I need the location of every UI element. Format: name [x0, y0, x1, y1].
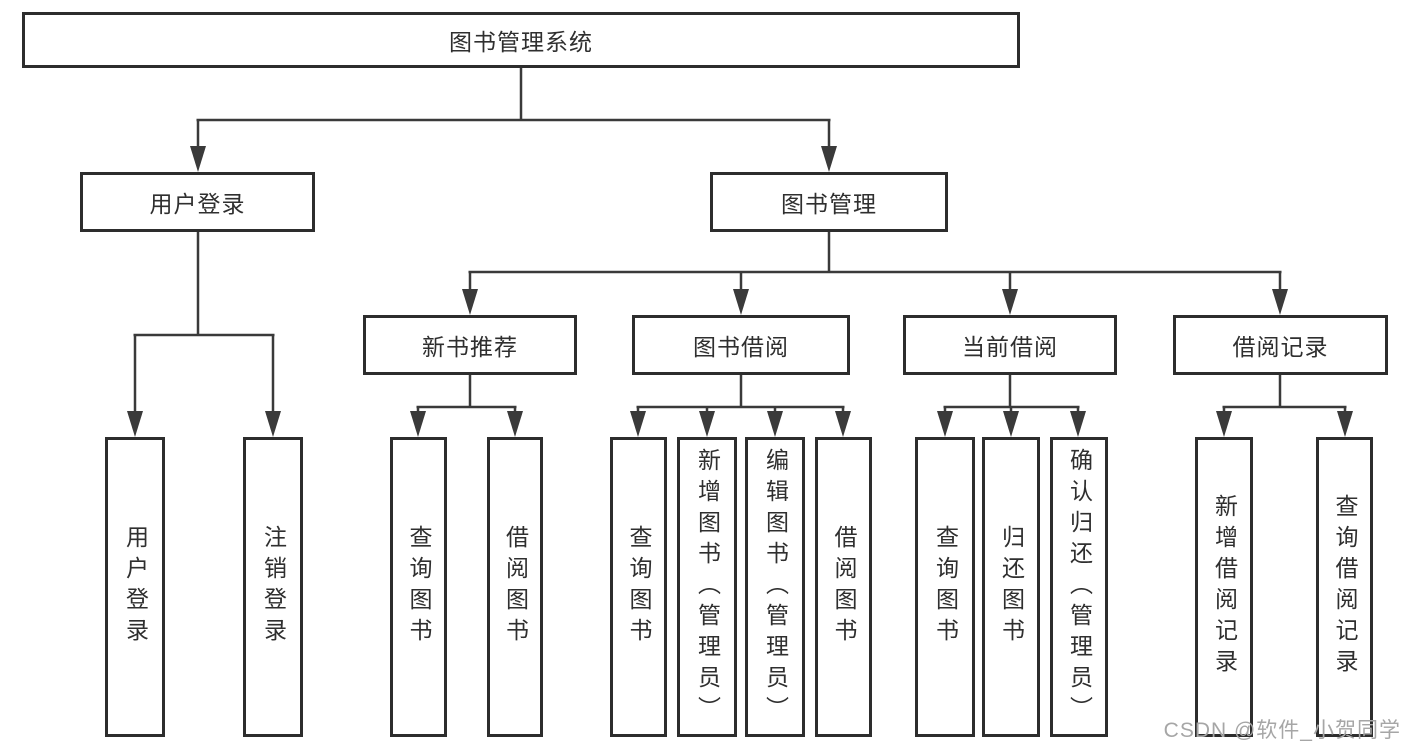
leaf-logout-label: 注销登录	[260, 525, 287, 649]
leaf-newbook-query: 查询图书	[390, 437, 447, 737]
leaf-record-query: 查询借阅记录	[1316, 437, 1373, 737]
leaf-borrow-query-label: 查询图书	[626, 525, 652, 649]
node-new-book-recommend: 新书推荐	[363, 315, 577, 375]
leaf-newbook-borrow: 借阅图书	[487, 437, 543, 737]
node-book-management: 图书管理	[710, 172, 948, 232]
node-current-borrow: 当前借阅	[903, 315, 1117, 375]
node-new-book-recommend-label: 新书推荐	[422, 334, 518, 360]
leaf-borrow-edit-admin-label: 编辑图书（管理员）	[762, 447, 789, 727]
leaf-borrow-add-admin: 新增图书（管理员）	[677, 437, 737, 737]
leaf-user-login-label: 用户登录	[122, 525, 149, 649]
leaf-current-return-label: 归还图书	[998, 525, 1025, 649]
connector-record-to-leaves	[1222, 375, 1347, 415]
connector-borrow-to-leaves	[636, 375, 845, 415]
node-book-borrow: 图书借阅	[632, 315, 850, 375]
leaf-borrow-book: 借阅图书	[815, 437, 872, 737]
leaf-current-return: 归还图书	[982, 437, 1040, 737]
connector-newbook-to-leaves	[416, 375, 517, 415]
node-current-borrow-label: 当前借阅	[962, 334, 1058, 360]
node-book-management-label: 图书管理	[781, 191, 877, 217]
leaf-record-add-label: 新增借阅记录	[1211, 494, 1238, 680]
connector-management-to-level3	[468, 232, 1282, 293]
leaf-record-add: 新增借阅记录	[1195, 437, 1253, 737]
csdn-watermark: CSDN @软件_小贺同学	[1163, 719, 1401, 742]
node-book-borrow-label: 图书借阅	[693, 334, 789, 360]
connector-current-to-leaves	[943, 375, 1080, 415]
leaf-current-query-label: 查询图书	[932, 525, 959, 649]
leaf-newbook-query-label: 查询图书	[406, 525, 432, 649]
leaf-borrow-add-admin-label: 新增图书（管理员）	[694, 447, 721, 727]
node-root-label: 图书管理系统	[449, 29, 593, 55]
node-borrow-record-label: 借阅记录	[1232, 334, 1329, 360]
connector-root-to-level2	[196, 68, 831, 150]
leaf-current-query: 查询图书	[915, 437, 975, 737]
leaf-borrow-query: 查询图书	[610, 437, 667, 737]
leaf-newbook-borrow-label: 借阅图书	[502, 525, 529, 649]
leaf-logout: 注销登录	[243, 437, 303, 737]
leaf-user-login: 用户登录	[105, 437, 165, 737]
leaf-record-query-label: 查询借阅记录	[1332, 494, 1358, 680]
node-user-login-label: 用户登录	[149, 191, 246, 217]
node-user-login: 用户登录	[80, 172, 315, 232]
leaf-current-confirm-return-admin-label: 确认归还（管理员）	[1066, 447, 1093, 727]
leaf-borrow-book-label: 借阅图书	[831, 525, 857, 649]
node-root-library-system: 图书管理系统	[22, 12, 1020, 68]
leaf-borrow-edit-admin: 编辑图书（管理员）	[745, 437, 805, 737]
node-borrow-record: 借阅记录	[1173, 315, 1388, 375]
connector-login-to-leaves	[133, 232, 275, 415]
leaf-current-confirm-return-admin: 确认归还（管理员）	[1050, 437, 1108, 737]
